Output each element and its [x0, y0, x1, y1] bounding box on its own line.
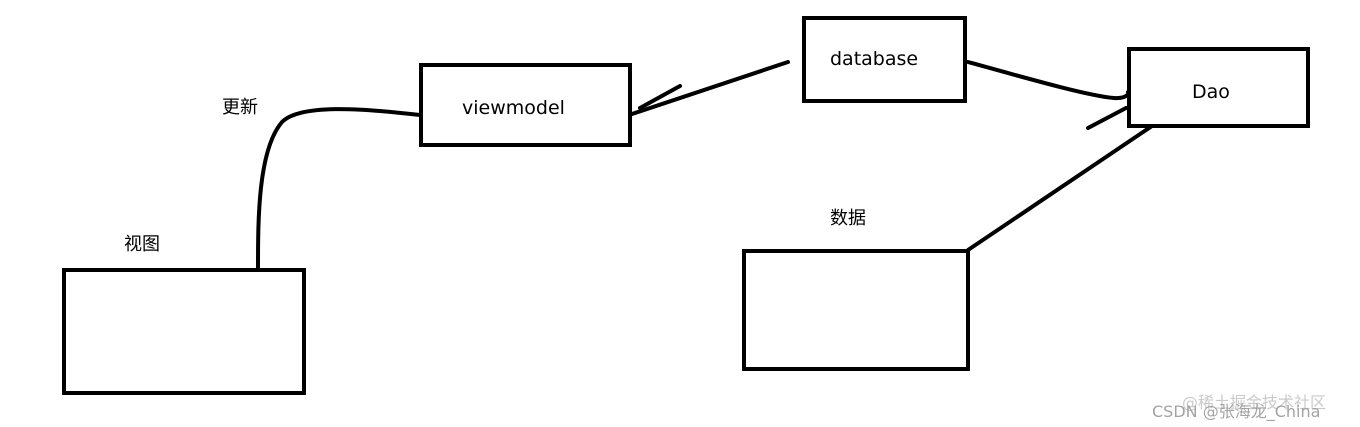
connector-dao-data	[966, 124, 1154, 252]
juejin-watermark: @稀土掘金技术社区	[1182, 393, 1327, 412]
database-label: database	[830, 48, 918, 70]
connector-database-viewmodel	[630, 60, 790, 116]
viewmodel-label: viewmodel	[462, 97, 565, 119]
update-label: 更新	[222, 97, 258, 118]
dao-label: Dao	[1192, 81, 1230, 103]
connector-view-viewmodel	[256, 107, 422, 270]
arrowhead-dao	[1086, 106, 1128, 130]
view-label: 视图	[124, 234, 160, 255]
data-box	[742, 249, 970, 371]
dao-box	[1127, 47, 1310, 128]
csdn-watermark: CSDN @张海龙_China	[1152, 402, 1321, 421]
viewmodel-box	[419, 63, 632, 147]
arrowhead-viewmodel	[638, 84, 682, 110]
data-label: 数据	[830, 208, 866, 229]
database-box	[802, 16, 967, 103]
view-box	[62, 268, 306, 395]
connector-database-dao	[966, 60, 1131, 101]
